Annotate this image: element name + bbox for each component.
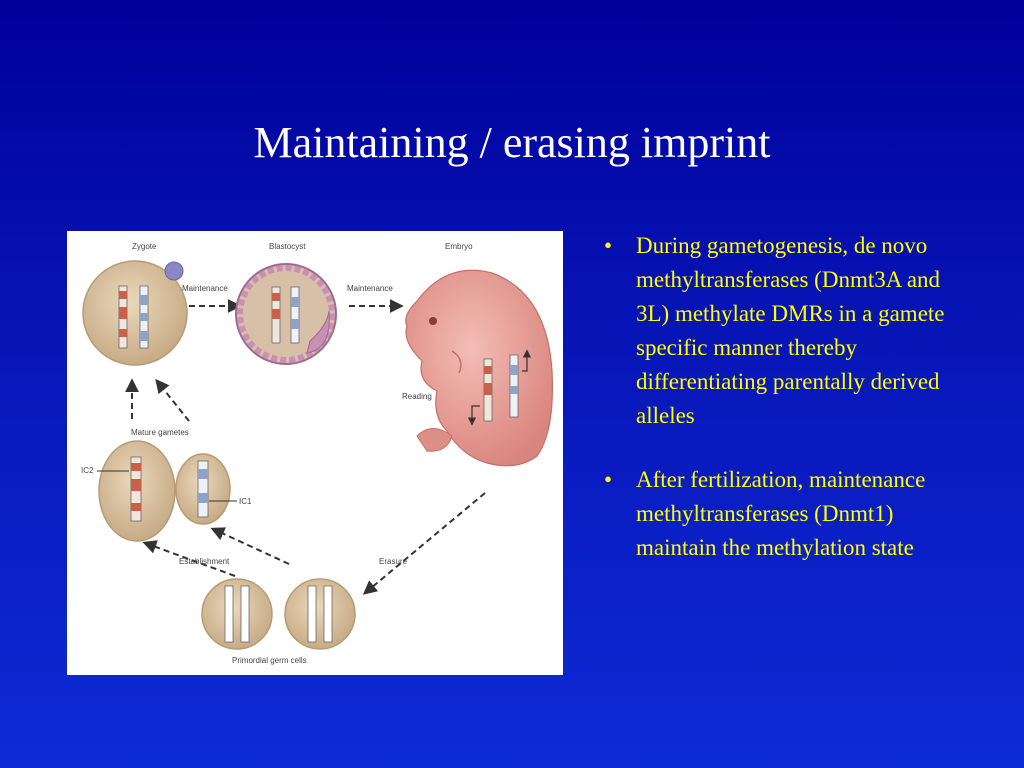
bullet-mark: • bbox=[604, 233, 613, 258]
primordial-germ-cell-1 bbox=[201, 578, 273, 650]
establishment-arrow-1 bbox=[142, 540, 236, 577]
maternal-chromosome bbox=[118, 285, 128, 349]
primordial-germ-cells-label: Primordial germ cells bbox=[232, 656, 307, 665]
establishment-arrow-2 bbox=[210, 527, 290, 565]
maintenance-label-2: Maintenance bbox=[347, 284, 393, 293]
imprinting-cycle-diagram: Zygote Blastocyst Embryo bbox=[81, 242, 553, 665]
primordial-germ-cell-2 bbox=[284, 578, 356, 650]
bullet-item-gametogenesis: • During gametogenesis, de novo methyltr… bbox=[604, 229, 964, 433]
blastocyst-label: Blastocyst bbox=[269, 242, 306, 251]
zygote-cell bbox=[82, 260, 188, 366]
erasure-label: Erasure bbox=[379, 557, 408, 566]
mature-gametes-label: Mature gametes bbox=[131, 428, 189, 437]
embryo-illustration bbox=[405, 269, 553, 467]
establishment-label: Establishment bbox=[179, 557, 230, 566]
gamete-to-zygote-arrow-2 bbox=[155, 378, 190, 422]
blastocyst-cell bbox=[235, 263, 337, 365]
zygote-label: Zygote bbox=[132, 242, 157, 251]
mature-gamete-sperm bbox=[175, 453, 231, 525]
slide-title: Maintaining / erasing imprint bbox=[253, 118, 771, 168]
embryo-label: Embryo bbox=[445, 242, 473, 251]
ic2-label: IC2 bbox=[81, 466, 94, 475]
maintenance-label-1: Maintenance bbox=[182, 284, 228, 293]
ic1-label: IC1 bbox=[239, 497, 252, 506]
mature-gamete-egg bbox=[98, 440, 176, 542]
bullet-list: • During gametogenesis, de novo methyltr… bbox=[604, 229, 964, 595]
bullet-text: During gametogenesis, de novo methyltran… bbox=[636, 233, 945, 428]
erasure-arrow bbox=[362, 492, 486, 595]
bullet-text: After fertilization, maintenance methylt… bbox=[636, 467, 926, 560]
imprinting-cycle-figure: Zygote Blastocyst Embryo bbox=[67, 231, 563, 675]
reading-label: Reading bbox=[402, 392, 432, 401]
paternal-chromosome bbox=[139, 285, 149, 349]
bullet-item-fertilization: • After fertilization, maintenance methy… bbox=[604, 463, 964, 565]
bullet-mark: • bbox=[604, 467, 613, 492]
